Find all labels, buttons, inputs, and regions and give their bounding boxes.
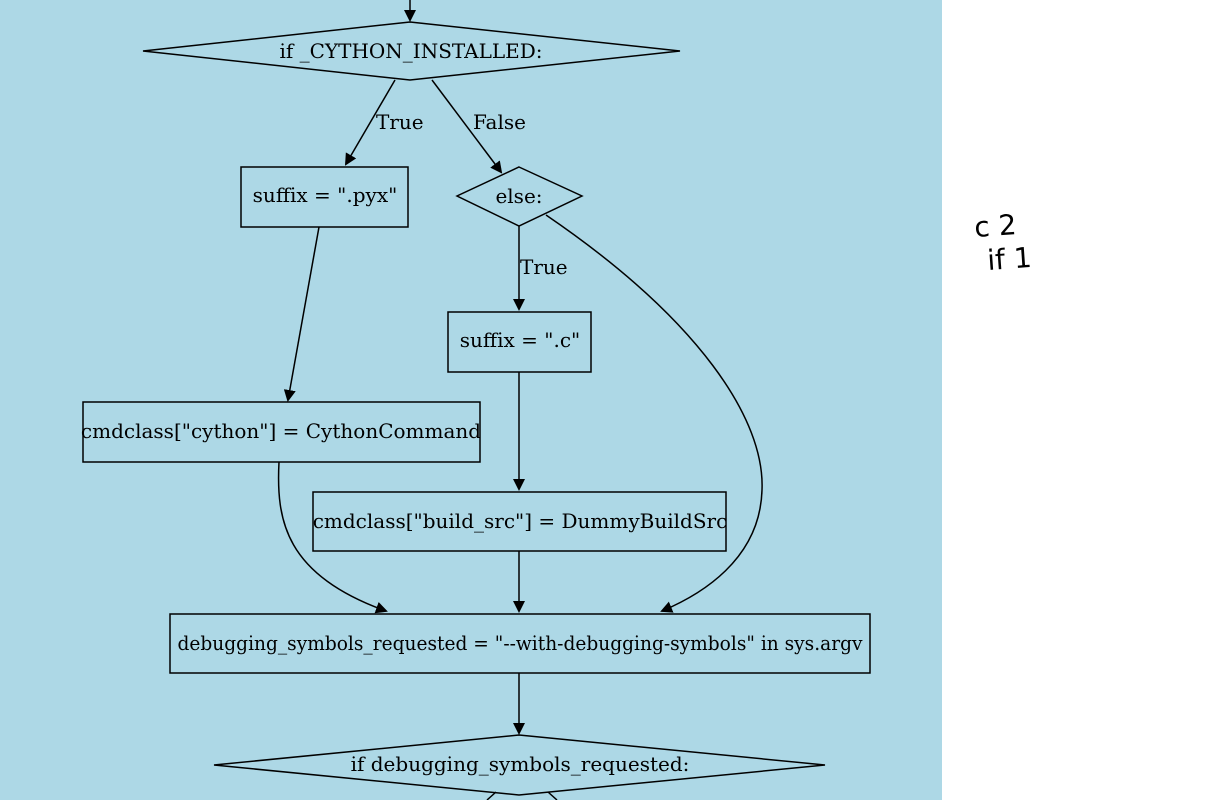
edge-pyx-to-cython <box>283 226 320 402</box>
node-cmdclass-build-label: cmdclass["build_src"] = DummyBuildSrc <box>313 509 728 533</box>
node-suffix-pyx[interactable]: suffix = ".pyx" <box>240 166 409 228</box>
node-if-debug[interactable]: if debugging_symbols_requested: <box>213 734 826 796</box>
node-suffix-c[interactable]: suffix = ".c" <box>447 311 592 373</box>
node-debug-assign-label: debugging_symbols_requested = "--with-de… <box>178 631 864 655</box>
edge-if-debug-left <box>486 791 497 800</box>
node-suffix-pyx-label: suffix = ".pyx" <box>253 183 398 207</box>
node-if-debug-label: if debugging_symbols_requested: <box>351 752 690 776</box>
node-else-label: else: <box>495 184 542 208</box>
edge-cython-to-debug <box>277 461 388 614</box>
node-if-cython-label: if _CYTHON_INSTALLED: <box>279 39 542 63</box>
edge-if-debug-right <box>547 791 558 800</box>
edge-if-true <box>344 79 396 166</box>
handwritten-annotation: c 2 if 1 <box>973 208 1033 277</box>
node-cmdclass-cython-label: cmdclass["cython"] = CythonCommand <box>81 419 481 443</box>
edge-label-if-true: True <box>376 110 424 134</box>
annotation-line-1: c 2 <box>973 208 1017 244</box>
edge-else-to-debug <box>545 214 763 613</box>
node-cmdclass-build-src[interactable]: cmdclass["build_src"] = DummyBuildSrc <box>312 491 728 552</box>
annotation-line-2: if 1 <box>986 241 1033 277</box>
node-if-cython-installed[interactable]: if _CYTHON_INSTALLED: <box>142 21 681 81</box>
edge-label-else-true: True <box>520 255 568 279</box>
node-cmdclass-cython[interactable]: cmdclass["cython"] = CythonCommand <box>81 401 481 463</box>
diagram-background <box>0 0 942 800</box>
edge-label-if-false: False <box>473 110 526 134</box>
edge-if-false <box>431 79 503 174</box>
node-debug-assign[interactable]: debugging_symbols_requested = "--with-de… <box>169 613 871 674</box>
node-suffix-c-label: suffix = ".c" <box>460 328 580 352</box>
